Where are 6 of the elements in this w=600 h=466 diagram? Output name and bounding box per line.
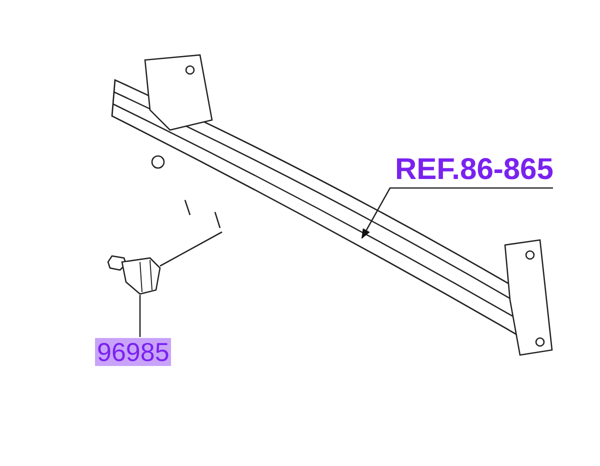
leader-arrow: [361, 187, 553, 239]
leader-line: [160, 231, 222, 267]
part-number-label: 96985: [95, 338, 172, 366]
reference-label: REF.86-865: [395, 155, 554, 185]
leader-line: [139, 295, 141, 337]
sensor-drawing: [107, 255, 161, 295]
